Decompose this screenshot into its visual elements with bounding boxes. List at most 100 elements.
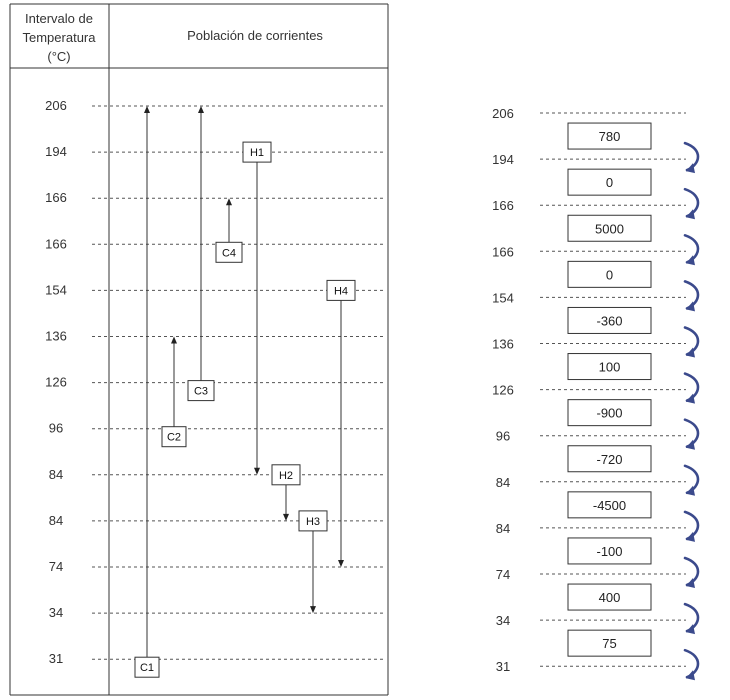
stream-h4: H4	[326, 279, 356, 567]
temperature-label: 96	[49, 421, 63, 436]
cascade-value: 400	[599, 590, 621, 605]
cascade-value: -360	[596, 313, 622, 328]
stream-h2: H2	[271, 464, 301, 521]
arrowhead-up	[198, 106, 204, 113]
cascade-temperature-label: 96	[496, 429, 510, 444]
temperature-label: 206	[45, 98, 67, 113]
temperature-label: 84	[49, 467, 63, 482]
arrowhead-down	[310, 606, 316, 614]
cascade-value: 0	[606, 175, 613, 190]
cascade-temperature-label: 31	[496, 659, 510, 674]
stream-box	[298, 510, 328, 532]
temperature-label: 84	[49, 513, 63, 528]
cascade-value-box	[567, 168, 652, 196]
cascade-value-box	[567, 583, 652, 611]
cascade-value-box	[567, 353, 652, 381]
cascade-temperature-label: 206	[492, 106, 514, 121]
header-left-line1: Intervalo de	[25, 11, 93, 26]
cascade-flow-arrow-icon	[683, 187, 700, 220]
cascade-flow-arrow-icon	[683, 372, 700, 404]
cascade-value-box	[567, 537, 652, 565]
arrowhead-up	[171, 336, 177, 344]
cascade-flow-arrow-icon	[683, 418, 700, 450]
temperature-label: 126	[45, 375, 67, 390]
temperature-label: 166	[45, 190, 67, 205]
stream-box	[271, 464, 301, 486]
cascade-temperature-label: 84	[496, 475, 510, 490]
header-right: Población de corrientes	[187, 28, 323, 43]
cascade-value-box	[567, 306, 652, 334]
stream-label: H1	[250, 147, 264, 159]
stream-label: H2	[279, 470, 293, 482]
cascade-value: -4500	[593, 498, 626, 513]
cascade-temperature-label: 74	[496, 567, 510, 582]
cascade-flow-arrow-icon	[683, 326, 700, 358]
cascade-flow-arrow-icon	[683, 141, 700, 174]
cascade-flow-arrow-icon	[683, 648, 700, 681]
stream-label: H4	[334, 285, 348, 297]
cascade-value: 0	[606, 267, 613, 282]
cascade-value-box	[567, 260, 652, 288]
header-left-line2: Temperatura	[23, 30, 97, 45]
cascade-value-box	[567, 445, 652, 473]
cascade-flow-arrow-icon	[683, 510, 700, 542]
cascade-value-box	[567, 214, 652, 242]
cascade-temperature-label: 154	[492, 290, 514, 305]
arrowhead-down	[254, 467, 260, 475]
temperature-grid: 206 194 166 166 154 136 126 96 84 84 74 34 31	[45, 98, 386, 666]
temperature-label: 194	[45, 144, 67, 159]
stream-box	[187, 380, 215, 402]
stream-label: C4	[222, 247, 236, 259]
cascade-temperature-label: 166	[492, 198, 514, 213]
heat-cascade: 206 194 166 166 154 136 126 96 84 84 74 34 31 780 0 500…	[492, 106, 700, 681]
cascade-value-box	[567, 122, 652, 150]
temperature-label: 31	[49, 651, 63, 666]
cascade-value-box	[567, 629, 652, 657]
cascade-value: -720	[596, 452, 622, 467]
temperature-label: 74	[49, 559, 63, 574]
arrowhead-up	[226, 198, 232, 206]
stream-label: C1	[140, 662, 154, 674]
stream-box	[215, 241, 243, 263]
cascade-temperature-label: 136	[492, 337, 514, 352]
cascade-value-box	[567, 399, 652, 427]
stream-label: H3	[306, 516, 320, 528]
arrowhead-up	[144, 106, 150, 113]
temperature-label: 34	[49, 605, 63, 620]
temperature-label: 166	[45, 236, 67, 251]
cascade-flow-arrow-icon	[683, 556, 700, 588]
cascade-value: -900	[596, 406, 622, 421]
stream-label: C3	[194, 386, 208, 398]
header-left-line3: (°C)	[47, 49, 70, 64]
cascade-flow-arrow-icon	[683, 280, 700, 312]
temperature-label: 136	[45, 329, 67, 344]
stream-c2: C2	[161, 336, 187, 448]
stream-box	[134, 656, 160, 678]
cascade-value: 100	[599, 360, 621, 375]
cascade-value-box	[567, 491, 652, 519]
cascade-temperature-label: 84	[496, 521, 510, 536]
stream-label: C2	[167, 432, 181, 444]
stream-box	[161, 426, 187, 448]
stream-c4: C4	[215, 198, 243, 263]
cascade-temperature-label: 194	[492, 152, 514, 167]
cascade-value: 780	[599, 129, 621, 144]
cascade-value: 75	[602, 636, 616, 651]
arrowhead-down	[283, 513, 289, 521]
stream-c1: C1	[134, 106, 160, 678]
stream-box	[242, 141, 272, 163]
cascade-flow-arrow-icon	[683, 464, 700, 496]
cascade-temperature-label: 34	[496, 613, 510, 628]
cascade-flow-arrow-icon	[683, 602, 700, 635]
stream-h3: H3	[298, 510, 328, 614]
stream-h1: H1	[242, 141, 272, 475]
cascade-temperature-label: 126	[492, 383, 514, 398]
cascade-value: 5000	[595, 221, 624, 236]
stream-box	[326, 279, 356, 301]
arrowhead-down	[338, 560, 344, 567]
cascade-value: -100	[596, 544, 622, 559]
cascade-temperature-label: 166	[492, 244, 514, 259]
temperature-label: 154	[45, 282, 67, 297]
